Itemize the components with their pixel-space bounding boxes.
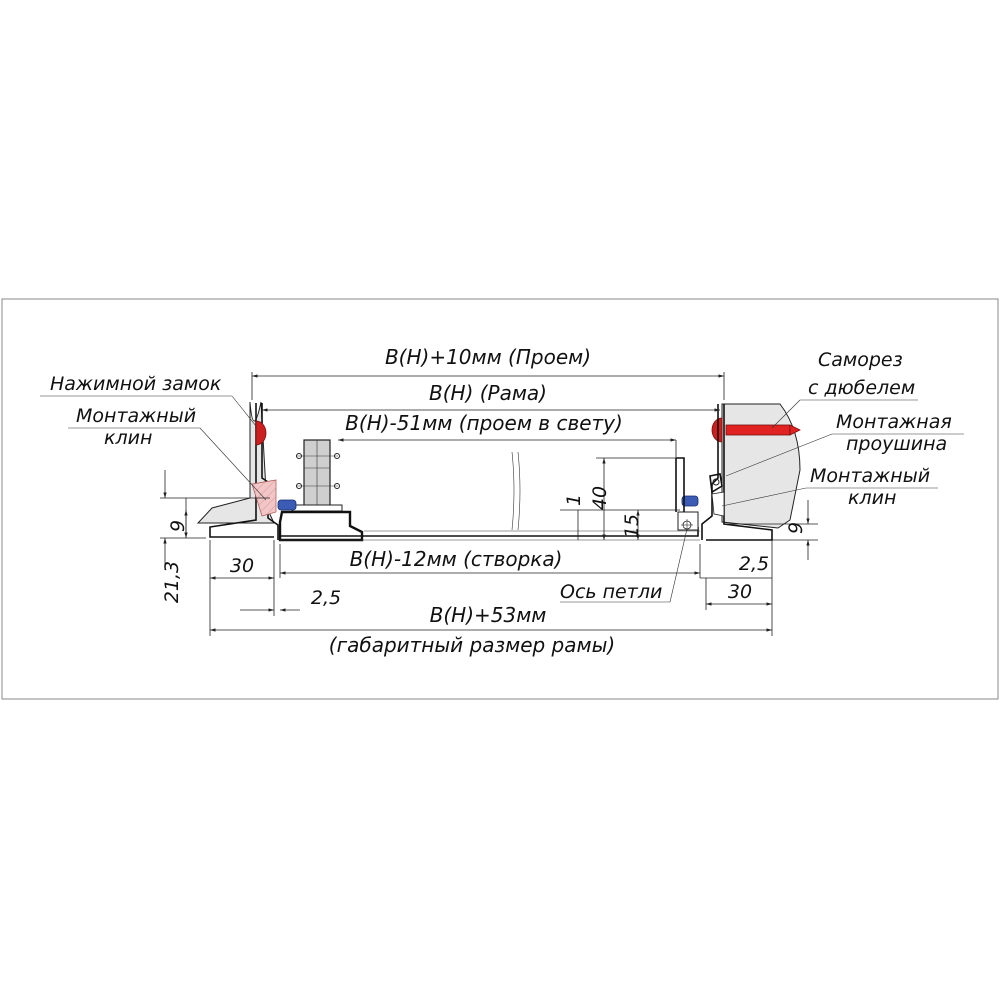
screw-dowel [725,424,791,436]
dim-30-right: 30 [728,581,752,603]
right-seal [681,495,699,507]
right-frame-profile [701,404,773,541]
screw-head [711,417,723,443]
label-mount-lug-2: проушина [846,433,947,455]
dim-21-3: 21,3 [161,561,183,603]
dim-40: 40 [589,486,611,510]
label-push-lock: Нажимной замок [50,373,222,395]
dim-2-5-left: 2,5 [311,587,341,609]
drawing-border [1,298,999,700]
label-mount-lug-1: Монтажная [836,411,952,433]
label-opening: B(H)+10мм (Проем) [385,345,591,369]
push-lock-knob [255,420,267,446]
label-sash: B(H)-12мм (створка) [350,547,563,571]
right-wall [721,403,801,529]
label-mount-wedge-left-2: клин [104,427,152,449]
label-mount-wedge-right-2: клин [848,487,896,509]
label-screw-1: Саморез [818,349,903,371]
right-mount-wedge [711,491,725,517]
dim-2-5-right: 2,5 [739,553,769,575]
label-mount-wedge-right-1: Монтажный [810,465,930,487]
dim-30-left: 30 [230,555,254,577]
dim-9-left: 9 [167,520,189,532]
left-seal [277,499,297,511]
label-clear-opening: B(H)-51мм (проем в свету) [345,411,623,435]
label-screw-2: с дюбелем [808,377,915,399]
label-mount-wedge-left-1: Монтажный [76,405,196,427]
label-overall-note: (габаритный размер рамы) [329,633,615,657]
label-frame: B(H) (Рама) [429,381,547,405]
dim-9-right: 9 [785,522,807,534]
label-hinge-axis: Ось петли [560,581,662,603]
dim-1: 1 [563,494,585,506]
dim-15: 15 [621,514,643,538]
label-overall: B(H)+53мм [430,603,547,627]
mount-lug [709,473,723,494]
